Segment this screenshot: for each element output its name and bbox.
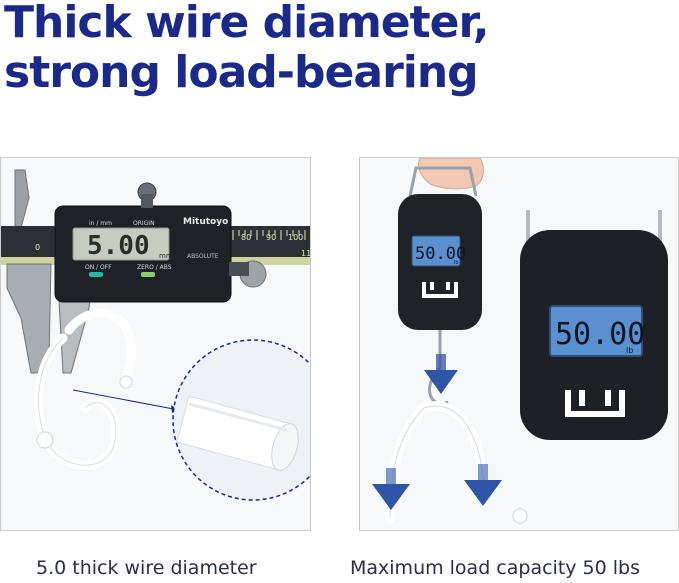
scale-number-0: 0 <box>35 243 40 252</box>
caliper-unit: mm <box>159 252 173 260</box>
s-hook-outline <box>38 337 117 466</box>
small-scale-reading: 50.00 <box>415 244 466 264</box>
load-capacity-caption: Maximum load capacity 50 lbs <box>350 557 641 579</box>
hanging-hook-ball-end <box>512 508 528 524</box>
caliper-on-off-label: ON / OFF <box>85 264 112 271</box>
headline: Thick wire diameter, strong load-bearing <box>4 0 489 98</box>
down-arrow-right <box>464 464 502 506</box>
large-scale-reading: 50.00 <box>555 317 645 352</box>
scale-number-110: 110 <box>301 249 311 258</box>
scale-number-80: 80 <box>241 233 251 242</box>
headline-line-2: strong load-bearing <box>4 47 479 98</box>
caliper-scale-ticks <box>232 230 306 240</box>
hand <box>417 158 484 190</box>
s-hook-ball-end-top <box>119 375 133 389</box>
hanging-s-hook <box>385 401 489 523</box>
caliper-absolute-label: ABSOLUTE <box>187 253 219 260</box>
large-scale-lcd <box>549 305 643 357</box>
caliper-fixed-jaw <box>6 263 52 374</box>
down-arrow-top <box>424 354 458 394</box>
scale-illustration: 50.00 lb 50.00 lb <box>372 158 668 524</box>
s-hook-upper-wire <box>64 308 136 385</box>
wire-diameter-panel: 80 90 100 110 0 5.00 mm in / mm ORIGIN O… <box>0 157 311 531</box>
s-hook-ball-end-bottom <box>36 431 54 449</box>
caliper-origin-label: ORIGIN <box>133 220 155 227</box>
zoomed-wire <box>176 395 299 471</box>
caliper-illustration: 80 90 100 110 0 5.00 mm in / mm ORIGIN O… <box>1 169 311 501</box>
small-scale-unit: lb <box>454 260 459 266</box>
scale-handle <box>408 166 478 197</box>
headline-line-1: Thick wire diameter, <box>4 0 489 48</box>
caliper-in-mm-label: in / mm <box>89 220 112 227</box>
small-scale-lcd <box>411 235 461 267</box>
load-capacity-panel: 50.00 lb 50.00 lb <box>359 157 679 531</box>
down-arrow-left <box>372 468 410 510</box>
zoom-pointer-line <box>72 389 180 411</box>
small-scale-logo <box>422 282 458 298</box>
caliper-zero-abs-label: ZERO / ABS <box>137 264 172 271</box>
scale-number-100: 100 <box>288 233 303 242</box>
caliper-lcd <box>72 227 170 261</box>
caliper-reading: 5.00 <box>87 231 150 261</box>
scale-number-90: 90 <box>266 233 276 242</box>
large-scale-logo <box>565 390 625 417</box>
large-scale-unit: lb <box>626 346 633 355</box>
caliper-brand: Mitutoyo <box>183 217 228 227</box>
caliper-upper-jaw <box>14 169 30 229</box>
wire-diameter-caption: 5.0 thick wire diameter <box>36 557 257 579</box>
caliper-on-off-button <box>89 272 103 277</box>
caliper-screw-mount <box>229 262 249 276</box>
caliper-zero-abs-button <box>141 272 155 277</box>
caliper-thumb-post <box>141 194 153 208</box>
